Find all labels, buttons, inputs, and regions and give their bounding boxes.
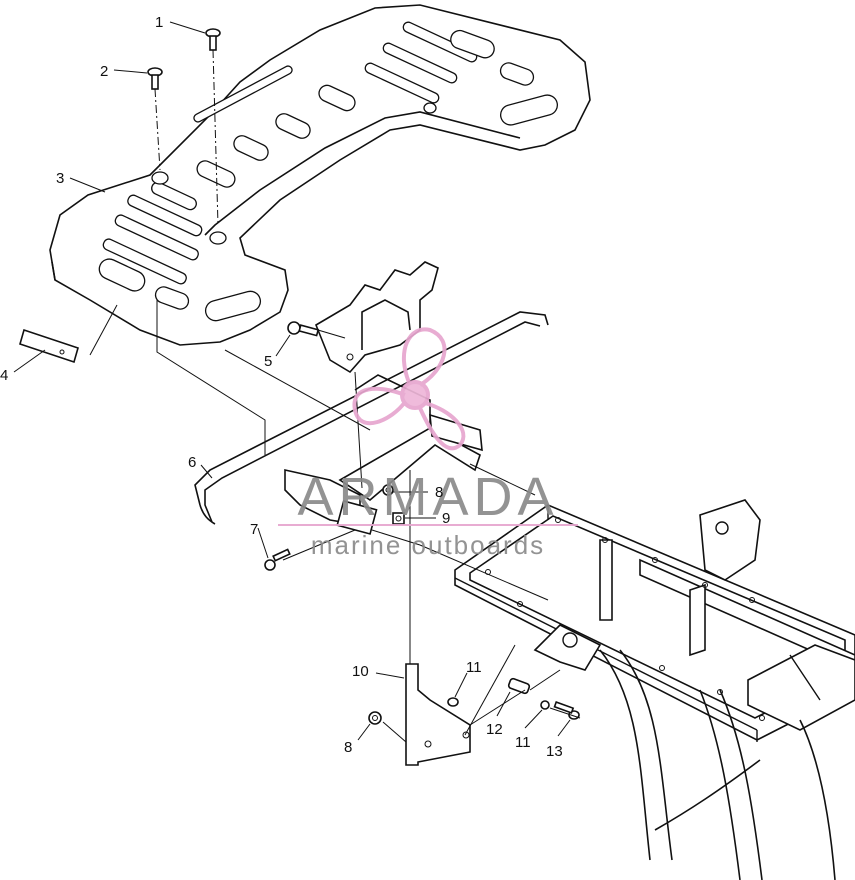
- callout-11-left: 11: [466, 659, 482, 676]
- bolt-5: [287, 321, 320, 337]
- assembly-lines: [156, 300, 581, 743]
- rear-rack: [49, 4, 591, 346]
- callout-9: 9: [442, 510, 450, 527]
- washer-11-left: [447, 697, 459, 707]
- spacer-12: [507, 677, 531, 695]
- bolt-1: [205, 28, 221, 226]
- upper-mount-bracket: [315, 261, 439, 374]
- washer-11-right: [540, 700, 550, 710]
- callout-8-upper: 8: [435, 484, 443, 501]
- callout-13: 13: [546, 743, 563, 760]
- callout-6: 6: [188, 454, 196, 471]
- mounting-bracket-10: [405, 663, 471, 766]
- callout-1: 1: [155, 14, 163, 31]
- callout-11-right: 11: [515, 734, 531, 751]
- callout-labels: 1 2 3 4 5 6 7 8 9 10 11 12 11 13 8: [0, 14, 563, 760]
- logo-blade-right: [418, 401, 466, 451]
- bolt-7: [264, 548, 291, 571]
- watermark: ARMADA marine outboards: [278, 327, 578, 560]
- logo-blade-left: [352, 386, 407, 426]
- callout-8-lower: 8: [344, 739, 352, 756]
- bolt-2: [147, 67, 163, 171]
- callout-12: 12: [486, 721, 503, 738]
- callout-7: 7: [250, 521, 258, 538]
- watermark-brand: ARMADA: [297, 467, 558, 527]
- callout-4: 4: [0, 367, 8, 384]
- callout-2: 2: [100, 63, 108, 80]
- callout-3: 3: [56, 170, 64, 187]
- leader-lines: [13, 21, 571, 741]
- callout-5: 5: [264, 353, 272, 370]
- atv-frame: [454, 499, 855, 880]
- logo-blade-top: [401, 327, 447, 387]
- reflector-plate-4: [19, 328, 79, 364]
- propeller-logo-icon: [352, 327, 466, 451]
- nut-8-upper: [382, 484, 394, 496]
- callout-10: 10: [352, 663, 369, 680]
- nut-8-lower: [368, 711, 382, 725]
- watermark-tagline: marine outboards: [311, 530, 545, 560]
